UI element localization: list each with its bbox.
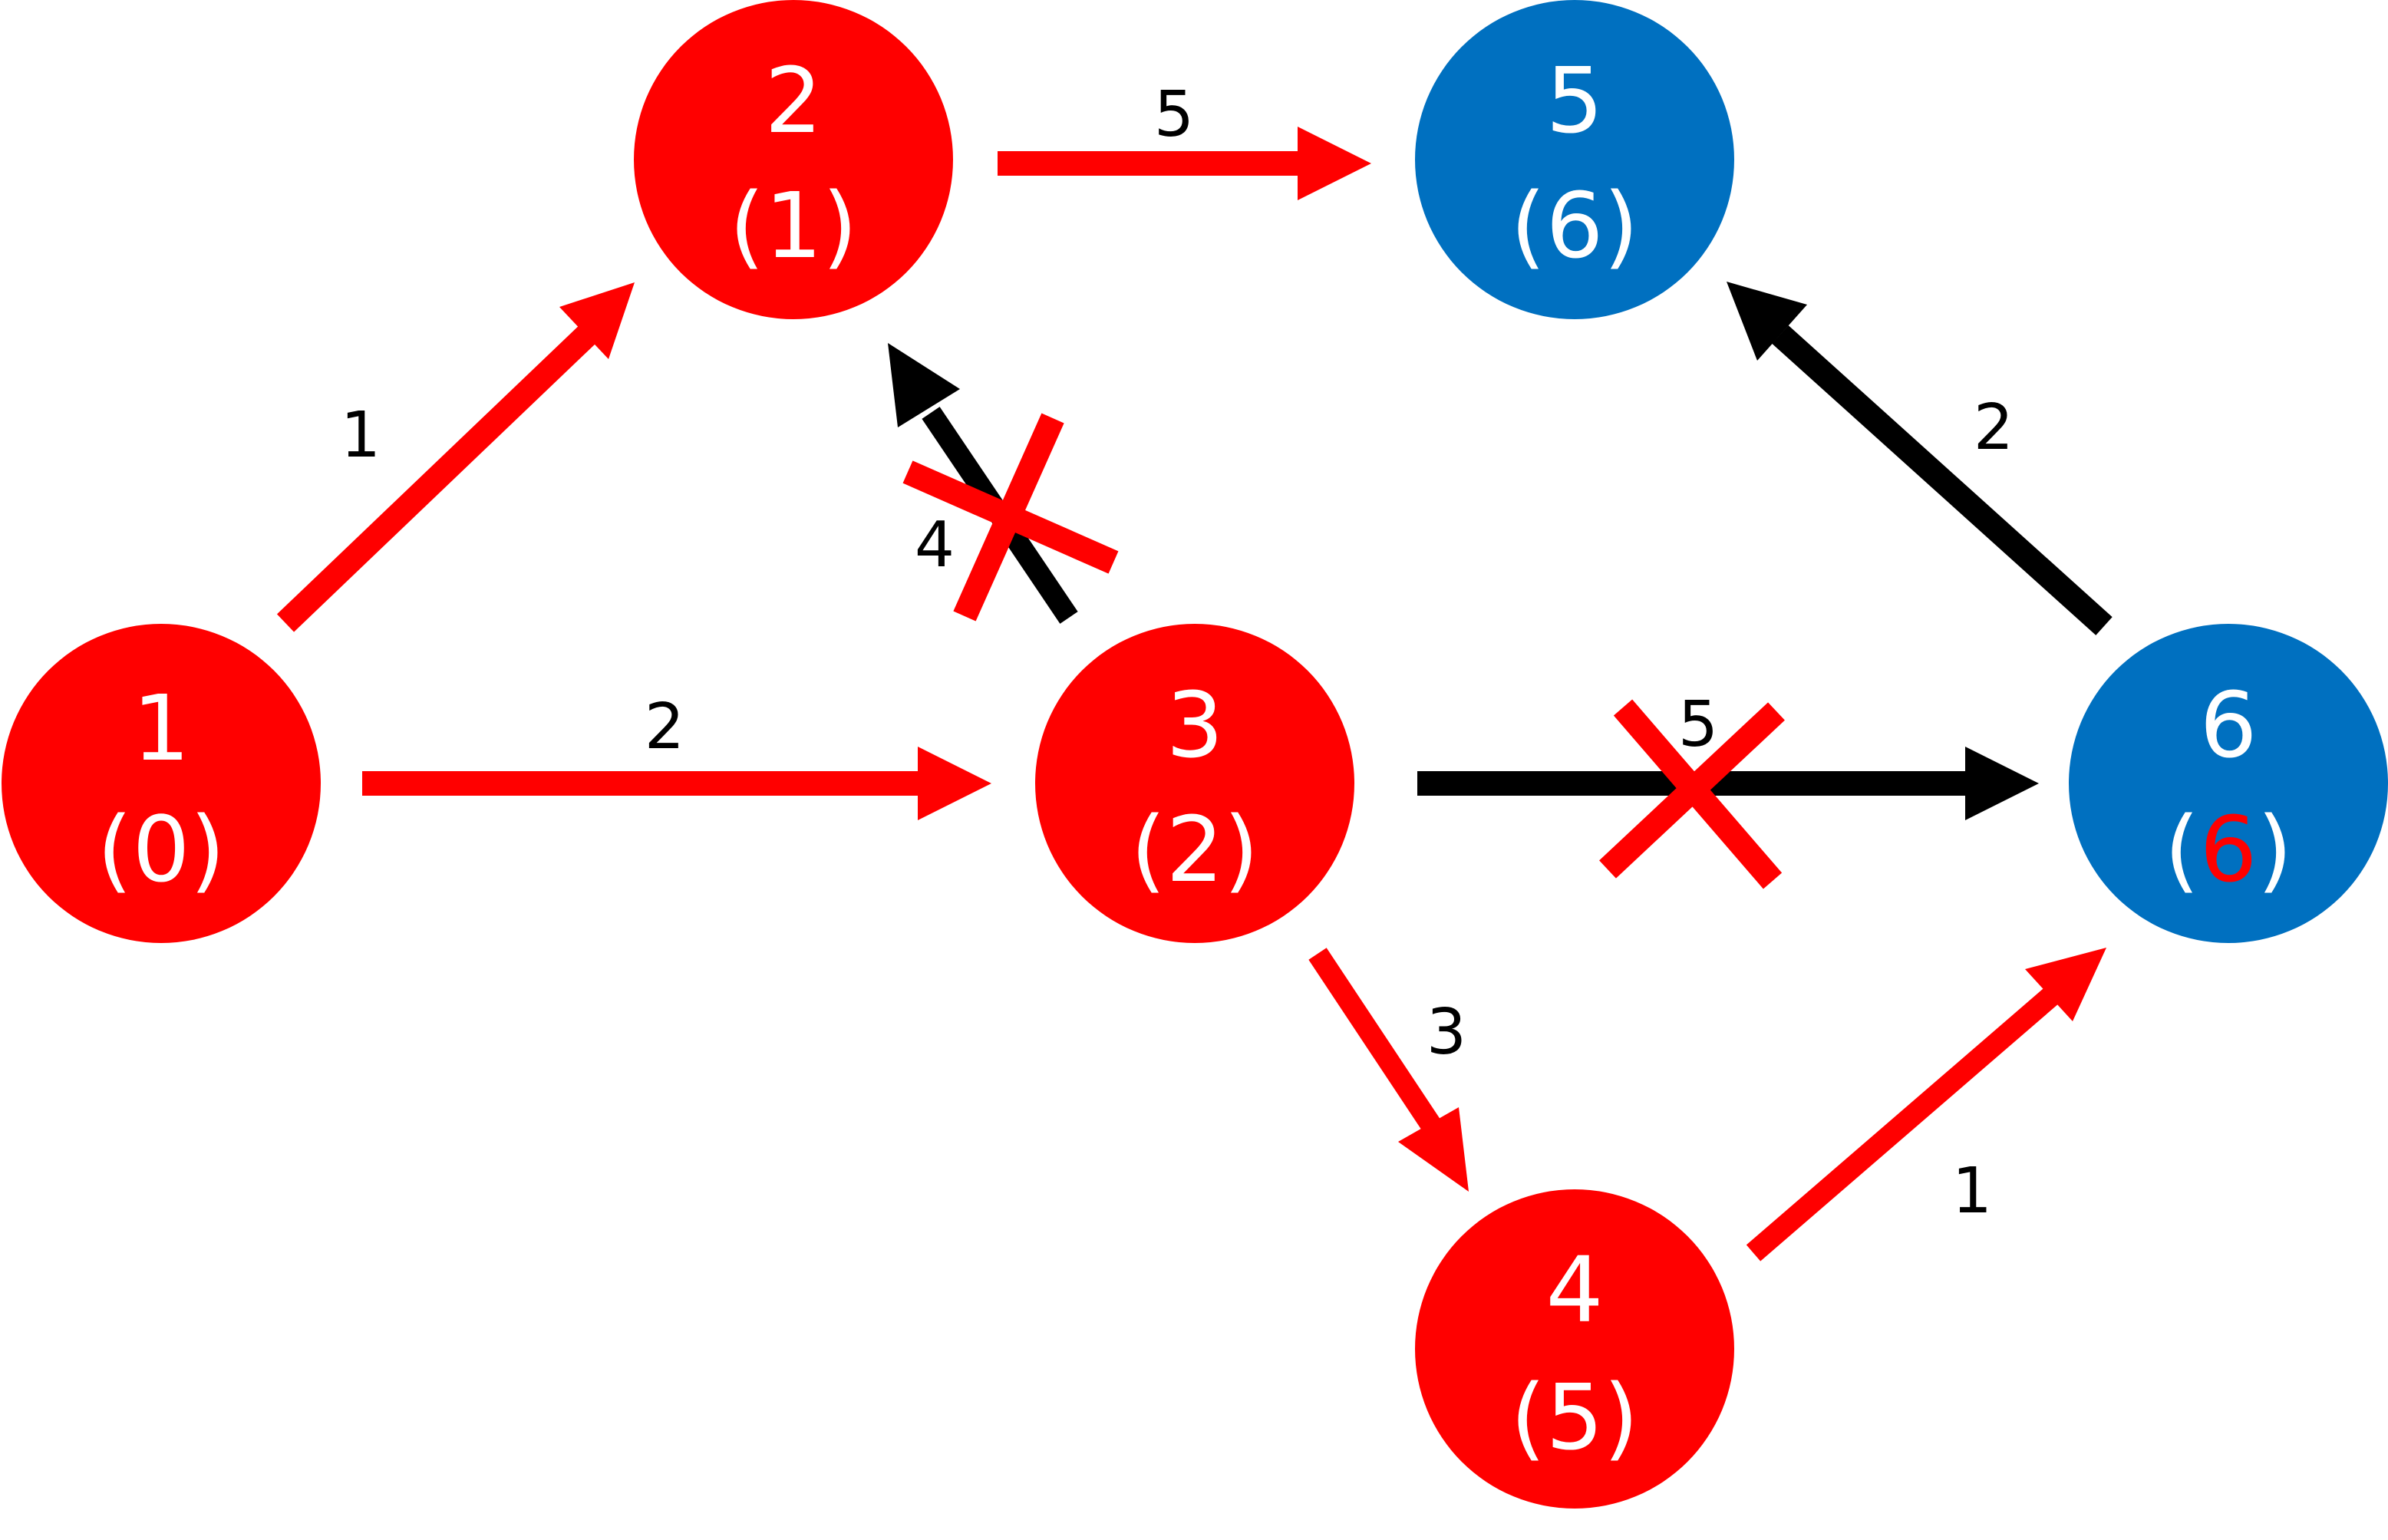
node-6: 6 (6)	[2069, 624, 2388, 943]
node-1-id: 1	[132, 675, 190, 781]
node-2-distance: (1)	[729, 173, 857, 279]
node-2-id: 2	[764, 48, 822, 153]
node-5-circle	[1415, 0, 1734, 319]
edge-1-3-weight: 2	[645, 691, 684, 763]
edge-1-2-weight: 1	[341, 399, 381, 472]
node-4-id: 4	[1545, 1237, 1603, 1343]
edge-3-4: 3	[1308, 948, 1469, 1192]
edge-3-6: 5	[1417, 688, 2039, 889]
node-6-distance: (6)	[2164, 796, 2292, 902]
edge-6-5: 2	[1727, 282, 2113, 635]
edge-2-5: 5	[998, 78, 1371, 200]
edge-3-2-reject-mark	[902, 413, 1119, 622]
edge-3-6-weight: 5	[1678, 688, 1718, 761]
node-4-circle	[1415, 1189, 1734, 1509]
edge-3-4-arrowhead	[1398, 1107, 1469, 1192]
edge-4-6-arrowhead	[2025, 948, 2106, 1021]
edge-1-2-arrowhead	[559, 282, 635, 359]
edge-2-5-arrowhead	[1298, 127, 1371, 200]
node-5: 5 (6)	[1415, 0, 1734, 319]
node-3: 3 (2)	[1035, 624, 1354, 943]
node-1-distance: (0)	[97, 796, 225, 902]
edge-3-2-weight: 4	[915, 509, 955, 582]
edge-6-5-weight: 2	[1974, 391, 2014, 464]
node-6-distance-value: 6	[2199, 796, 2257, 902]
node-2-circle	[634, 0, 953, 319]
edge-4-6: 1	[1746, 948, 2106, 1261]
node-6-circle	[2069, 624, 2388, 943]
edge-3-2: 4	[888, 343, 1119, 624]
node-3-distance: (2)	[1130, 796, 1258, 902]
edge-1-2-line	[276, 315, 608, 632]
node-6-id: 6	[2199, 672, 2257, 778]
node-3-id: 3	[1166, 672, 1223, 778]
node-1: 1 (0)	[2, 624, 321, 943]
edge-4-6-line	[1746, 988, 2059, 1261]
edge-3-6-reject-mark	[1599, 699, 1785, 889]
edge-3-4-weight: 3	[1427, 996, 1466, 1069]
edge-3-4-line	[1308, 948, 1440, 1131]
node-2: 2 (1)	[634, 0, 953, 319]
edges: 1 2 5 4 5	[276, 78, 2113, 1261]
node-3-circle	[1035, 624, 1354, 943]
edge-2-5-weight: 5	[1154, 78, 1194, 151]
node-4: 4 (5)	[1415, 1189, 1734, 1509]
nodes: 1 (0) 2 (1) 3 (2) 4 (5) 5 (6) 6 (6)	[2, 0, 2388, 1509]
edge-1-3-arrowhead	[918, 747, 991, 820]
edge-6-5-line	[1772, 325, 2113, 635]
edge-3-6-arrowhead	[1965, 747, 2039, 820]
edge-1-2: 1	[276, 282, 635, 632]
edge-6-5-arrowhead	[1727, 282, 1807, 361]
node-5-id: 5	[1545, 48, 1603, 153]
edge-4-6-weight: 1	[1952, 1155, 1992, 1228]
edge-1-3: 2	[362, 691, 991, 820]
edge-3-2-arrowhead	[888, 343, 960, 427]
node-1-circle	[2, 624, 321, 943]
node-5-distance: (6)	[1510, 173, 1638, 279]
node-4-distance: (5)	[1510, 1364, 1638, 1470]
